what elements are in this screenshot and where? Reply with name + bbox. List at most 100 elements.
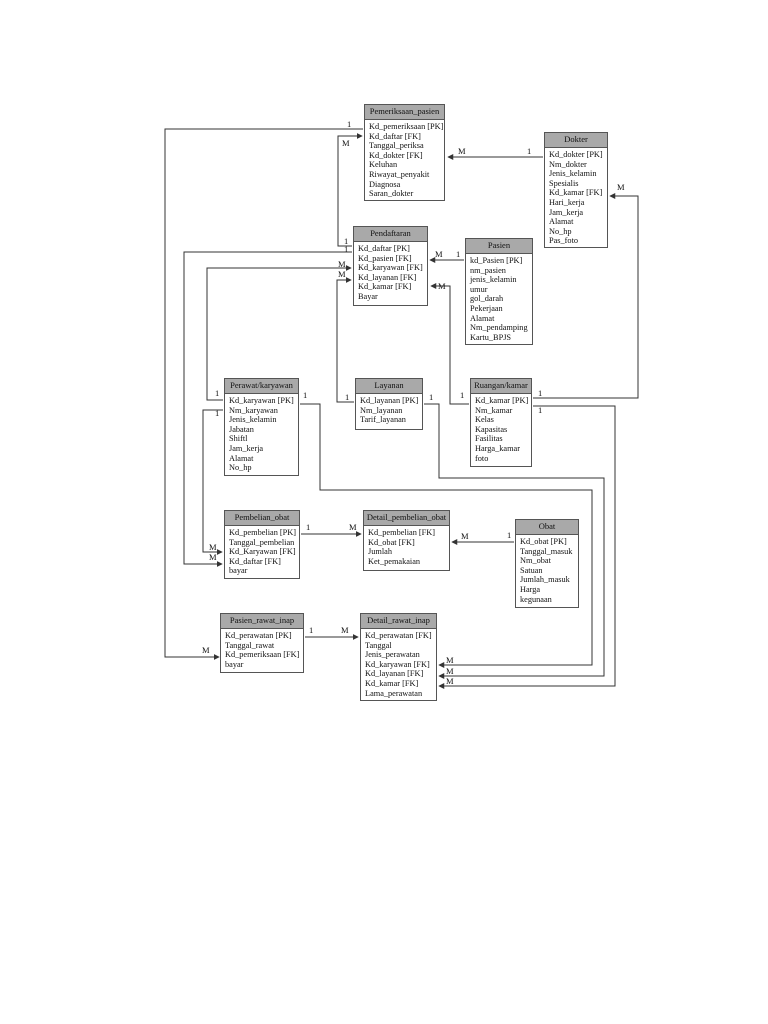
attribute: Diagnosa xyxy=(369,179,401,189)
entity-pasien: Pasien kd_Pasien [PK] nm_pasien jenis_ke… xyxy=(465,238,533,345)
attribute: jenis_kelamin xyxy=(470,275,517,285)
attribute: Saran_dokter xyxy=(369,189,414,199)
attribute: bayar xyxy=(225,659,244,669)
attribute: foto xyxy=(475,453,489,463)
entity-pasien-rawat-inap: Pasien_rawat_inap Kd_perawatan [PK] Tang… xyxy=(220,613,304,673)
entity-title: Pasien xyxy=(466,239,532,254)
attribute: Kartu_BPJS xyxy=(470,332,512,342)
cardinality-one-label: 1 xyxy=(309,625,313,635)
entity-title: Detail_rawat_inap xyxy=(361,614,436,629)
entity-title: Layanan xyxy=(356,379,422,394)
attribute: Kd_Karyawan [FK] xyxy=(229,547,296,557)
link-pemeriksaan-pasien-rawat-inap xyxy=(164,128,363,660)
cardinality-one-label: 1 xyxy=(306,522,310,532)
entity-perawat-karyawan: Perawat/karyawan Kd_karyawan [PK] Nm_kar… xyxy=(224,378,299,476)
attribute: Kd_layanan [FK] xyxy=(358,272,417,282)
attribute: Tanggal_periksa xyxy=(369,141,424,151)
attribute-list: Kd_perawatan [FK] Tanggal Jenis_perawata… xyxy=(361,629,436,700)
cardinality-many-label: M xyxy=(202,645,210,655)
cardinality-many-label: M xyxy=(461,531,469,541)
cardinality-one-label: 1 xyxy=(429,392,433,402)
attribute: Pas_foto xyxy=(549,236,579,246)
link-layanan-detail-rawat xyxy=(424,403,605,679)
cardinality-many-label: M xyxy=(446,676,454,686)
cardinality-one-label: 1 xyxy=(456,249,460,259)
attribute: Kd_daftar [FK] xyxy=(229,556,281,566)
attribute: Harga xyxy=(520,584,541,594)
cardinality-many-label: M xyxy=(617,182,625,192)
attribute: kegunaan xyxy=(520,594,552,604)
attribute: Kd_dokter [FK] xyxy=(369,150,423,160)
attribute: Spesialis xyxy=(549,178,579,188)
cardinality-many-label: M xyxy=(209,552,217,562)
attribute: gol_darah xyxy=(470,294,504,304)
attribute: Tarif_layanan xyxy=(360,415,406,425)
attribute: Satuan xyxy=(520,565,543,575)
attribute-list: Kd_kamar [PK] Nm_kamar Kelas Kapasitas F… xyxy=(471,394,531,465)
attribute: Nm_dokter xyxy=(549,159,587,169)
attribute-list: Kd_perawatan [PK] Tanggal_rawat Kd_pemer… xyxy=(221,629,303,671)
entity-title: Pembelian_obat xyxy=(225,511,299,526)
attribute: Kd_dokter [PK] xyxy=(549,150,603,159)
cardinality-one-label: 1 xyxy=(215,408,219,418)
attribute: Jumlah_masuk xyxy=(520,575,570,585)
cardinality-many-label: M xyxy=(338,259,346,269)
entity-title: Obat xyxy=(516,520,578,535)
attribute: Kd_kamar [PK] xyxy=(475,396,529,405)
attribute-list: Kd_layanan [PK] Nm_layanan Tarif_layanan xyxy=(356,394,422,427)
cardinality-one-label: 1 xyxy=(527,146,531,156)
cardinality-many-label: M xyxy=(349,522,357,532)
entity-pendaftaran: Pendaftaran Kd_daftar [PK] Kd_pasien [FK… xyxy=(353,226,428,306)
attribute: Kd_kamar [FK] xyxy=(365,678,419,688)
cardinality-one-label: 1 xyxy=(460,390,464,400)
attribute: Kd_daftar [FK] xyxy=(369,131,421,141)
attribute: Kd_pasien [FK] xyxy=(358,253,412,263)
attribute: Riwayat_penyakit xyxy=(369,169,430,179)
attribute: bayar xyxy=(229,566,248,576)
attribute: Harga_kamar xyxy=(475,443,520,453)
cardinality-one-label: 1 xyxy=(538,388,542,398)
attribute: No_hp xyxy=(229,463,252,473)
link-ruangan-dokter xyxy=(533,193,639,399)
link-ruangan-detail-rawat xyxy=(438,405,616,689)
entity-title: Perawat/karyawan xyxy=(225,379,298,394)
attribute: Kapasitas xyxy=(475,424,508,434)
attribute: Shiftl xyxy=(229,434,248,444)
attribute: Jenis_kelamin xyxy=(549,169,597,179)
cardinality-many-label: M xyxy=(338,269,346,279)
attribute: Kd_pemeriksaan [PK] xyxy=(369,122,444,131)
attribute: Lama_perawatan xyxy=(365,688,423,698)
attribute: Kd_perawatan [PK] xyxy=(225,631,292,640)
attribute: No_hp xyxy=(549,226,572,236)
attribute-list: kd_Pasien [PK] nm_pasien jenis_kelamin u… xyxy=(466,254,532,344)
cardinality-one-label: 1 xyxy=(344,236,348,246)
link-ruangan-pendaftaran xyxy=(430,283,469,405)
attribute-list: Kd_obat [PK] Tanggal_masuk Nm_obat Satua… xyxy=(516,535,578,606)
attribute: Alamat xyxy=(229,453,254,463)
attribute: umur xyxy=(470,284,488,294)
attribute: Kd_perawatan [FK] xyxy=(365,631,432,640)
attribute: Nm_karyawan xyxy=(229,405,278,415)
attribute: Alamat xyxy=(549,217,574,227)
attribute-list: Kd_pembelian [FK] Kd_obat [FK] Jumlah Ke… xyxy=(364,526,449,568)
entity-title: Dokter xyxy=(545,133,607,148)
cardinality-many-label: M xyxy=(209,542,217,552)
entity-pemeriksaan-pasien: Pemeriksaan_pasien Kd_pemeriksaan [PK] K… xyxy=(364,104,445,201)
cardinality-one-label: 1 xyxy=(345,392,349,402)
attribute: Hari_kerja xyxy=(549,197,585,207)
attribute-list: Kd_pemeriksaan [PK] Kd_daftar [FK] Tangg… xyxy=(365,120,444,201)
attribute: Kd_daftar [PK] xyxy=(358,244,410,253)
attribute: Nm_layanan xyxy=(360,405,403,415)
cardinality-many-label: M xyxy=(435,249,443,259)
attribute: Kd_karyawan [FK] xyxy=(365,659,430,669)
cardinality-one-label: 1 xyxy=(344,244,348,254)
attribute: Fasilitas xyxy=(475,434,503,444)
entity-title: Pemeriksaan_pasien xyxy=(365,105,444,120)
attribute: Jam_kerja xyxy=(549,207,584,217)
attribute: nm_pasien xyxy=(470,265,506,275)
attribute: Keluhan xyxy=(369,160,398,170)
attribute: Ket_pemakaian xyxy=(368,556,421,566)
attribute: Tanggal_masuk xyxy=(520,546,573,556)
